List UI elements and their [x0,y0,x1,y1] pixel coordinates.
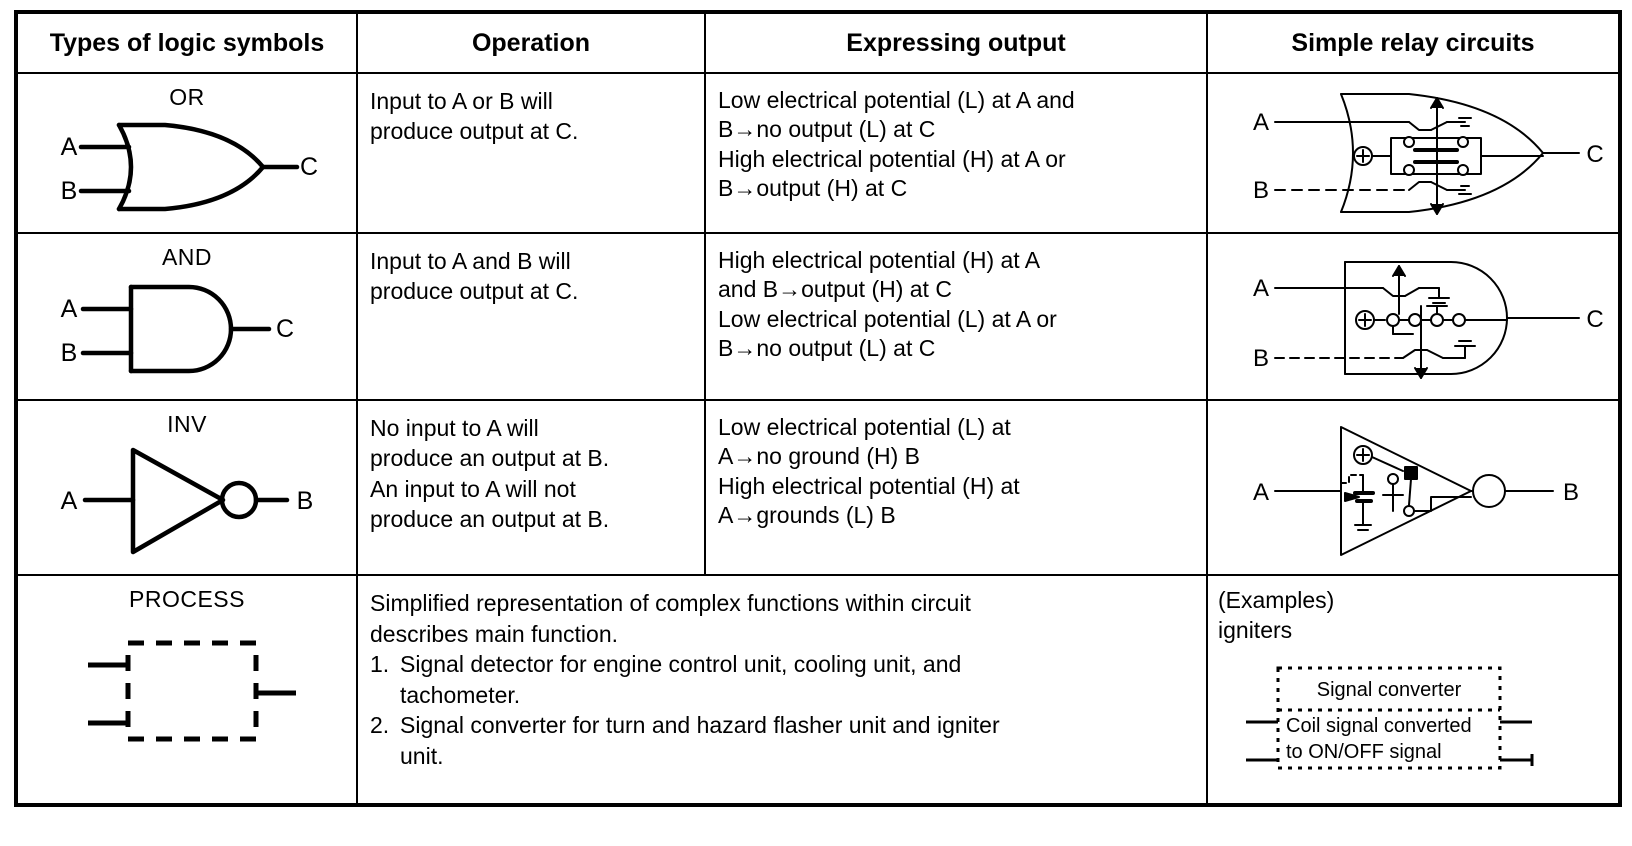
cell-process-examples: (Examples) igniters [1206,574,1621,806]
or-relay-circuit-icon: A B C [1253,93,1604,215]
and-input-b-label: B [61,339,78,367]
operation-line: No input to A will [370,415,539,441]
table-row: OR A B [15,72,1621,234]
or-output-c-label: C [300,153,317,181]
cell-expressing-output-and: High electrical potential (H) at A and B… [704,232,1208,401]
signal-converter-box-line: Coil signal converted [1286,715,1472,737]
signal-converter-box-title: Signal converter [1317,679,1462,701]
process-item-line: Signal detector for engine control unit,… [400,651,962,678]
and-relay-input-a-label: A [1253,275,1269,302]
symbol-label-inv: INV [167,411,207,437]
signal-converter-box-line: to ON/OFF signal [1286,741,1442,763]
operation-line: Input to A and B will [370,248,571,274]
output-line: A→grounds (L) B [718,502,896,529]
operation-line: produce output at C. [370,118,579,145]
signal-converter-diagram: Signal converter Coil signal converted t… [1224,660,1612,784]
and-relay-output-c-label: C [1586,306,1603,333]
column-header-expressing-output: Expressing output [704,11,1208,74]
table-row: PROCESS Simplified representation of com… [15,574,1621,806]
inv-relay-input-a-label: A [1253,479,1269,506]
or-relay-input-b-label: B [1253,177,1269,204]
column-header-operation: Operation [356,11,706,74]
process-list-item: 2. Signal converter for turn and hazard … [370,710,1198,771]
inv-relay-output-b-label: B [1563,479,1579,506]
output-line: B→output (H) at C [718,175,908,202]
inverter-gate-icon: A B [61,447,314,555]
output-line: Low electrical potential (L) at [718,414,1011,440]
process-intro-line: describes main function. [370,620,619,647]
and-relay-circuit-icon: A B C [1253,260,1604,379]
process-item-line: tachometer. [400,681,521,708]
process-block-icon [88,640,296,742]
examples-title: (Examples) [1218,587,1335,613]
process-item-line: unit. [400,742,444,769]
and-input-a-label: A [61,295,78,323]
cell-process-description: Simplified representation of complex fun… [356,574,1208,806]
output-line: High electrical potential (H) at A [718,247,1041,273]
cell-operation-or: Input to A or B will produce output at C… [356,72,706,234]
operation-line: produce an output at B. [370,506,610,533]
logic-symbols-table: Types of logic symbols Operation Express… [14,10,1622,807]
symbol-label-and: AND [161,244,213,270]
operation-line: produce output at C. [370,278,579,305]
output-line: Low electrical potential (L) at A or [718,305,1057,332]
or-gate-icon: A B C [61,122,317,212]
output-line: High electrical potential (H) at [718,472,1020,499]
cell-symbol-process: PROCESS [15,574,358,806]
output-line: B→no output (L) at C [718,335,936,362]
cell-operation-and: Input to A and B will produce output at … [356,232,706,401]
cell-expressing-output-inv: Low electrical potential (L) at A→no gro… [704,399,1208,576]
inv-output-b-label: B [297,487,314,515]
output-line: B→no output (L) at C [718,116,936,143]
output-line: A→no ground (H) B [718,443,920,470]
symbol-label-or: OR [169,84,205,110]
signal-converter-box-icon: Signal converter Coil signal converted t… [1246,666,1534,770]
column-header-simple-relay-circuits: Simple relay circuits [1206,11,1621,74]
and-output-c-label: C [276,315,294,343]
inv-input-a-label: A [61,487,78,515]
process-list-item: 1. Signal detector for engine control un… [370,649,1198,710]
cell-relay-circuit-and: A B C [1206,232,1621,401]
process-item-number: 1. [370,651,390,678]
operation-line: produce an output at B. [370,445,610,472]
process-item-line: Signal converter for turn and hazard fla… [400,712,1000,739]
table-row: AND A B [15,232,1621,401]
operation-line: An input to A will not [370,475,576,502]
cell-relay-circuit-or: A B C [1206,72,1621,234]
or-input-b-label: B [61,177,78,205]
cell-symbol-and: AND A B [15,232,358,401]
process-intro-line: Simplified representation of complex fun… [370,590,971,616]
examples-subtitle: igniters [1218,616,1293,643]
output-line: Low electrical potential (L) at A and [718,87,1075,113]
cell-relay-circuit-inv: A B [1206,399,1621,576]
cell-symbol-inv: INV A B [15,399,358,576]
output-line: High electrical potential (H) at A or [718,145,1066,172]
table-header-row: Types of logic symbols Operation Express… [15,11,1621,74]
symbol-label-process: PROCESS [129,586,245,612]
output-line: and B→output (H) at C [718,276,952,303]
or-input-a-label: A [61,133,78,161]
and-gate-icon: A B C [61,284,294,374]
table-row: INV A B [15,399,1621,576]
cell-symbol-or: OR A B [15,72,358,234]
cell-expressing-output-or: Low electrical potential (L) at A and B→… [704,72,1208,234]
process-item-number: 2. [370,712,390,739]
column-header-types-of-logic-symbols: Types of logic symbols [15,11,358,74]
or-relay-input-a-label: A [1253,109,1269,136]
inverter-relay-circuit-icon: A B [1253,425,1579,556]
and-relay-input-b-label: B [1253,345,1269,372]
or-relay-output-c-label: C [1586,141,1603,168]
operation-line: Input to A or B will [370,88,553,114]
cell-operation-inv: No input to A will produce an output at … [356,399,706,576]
